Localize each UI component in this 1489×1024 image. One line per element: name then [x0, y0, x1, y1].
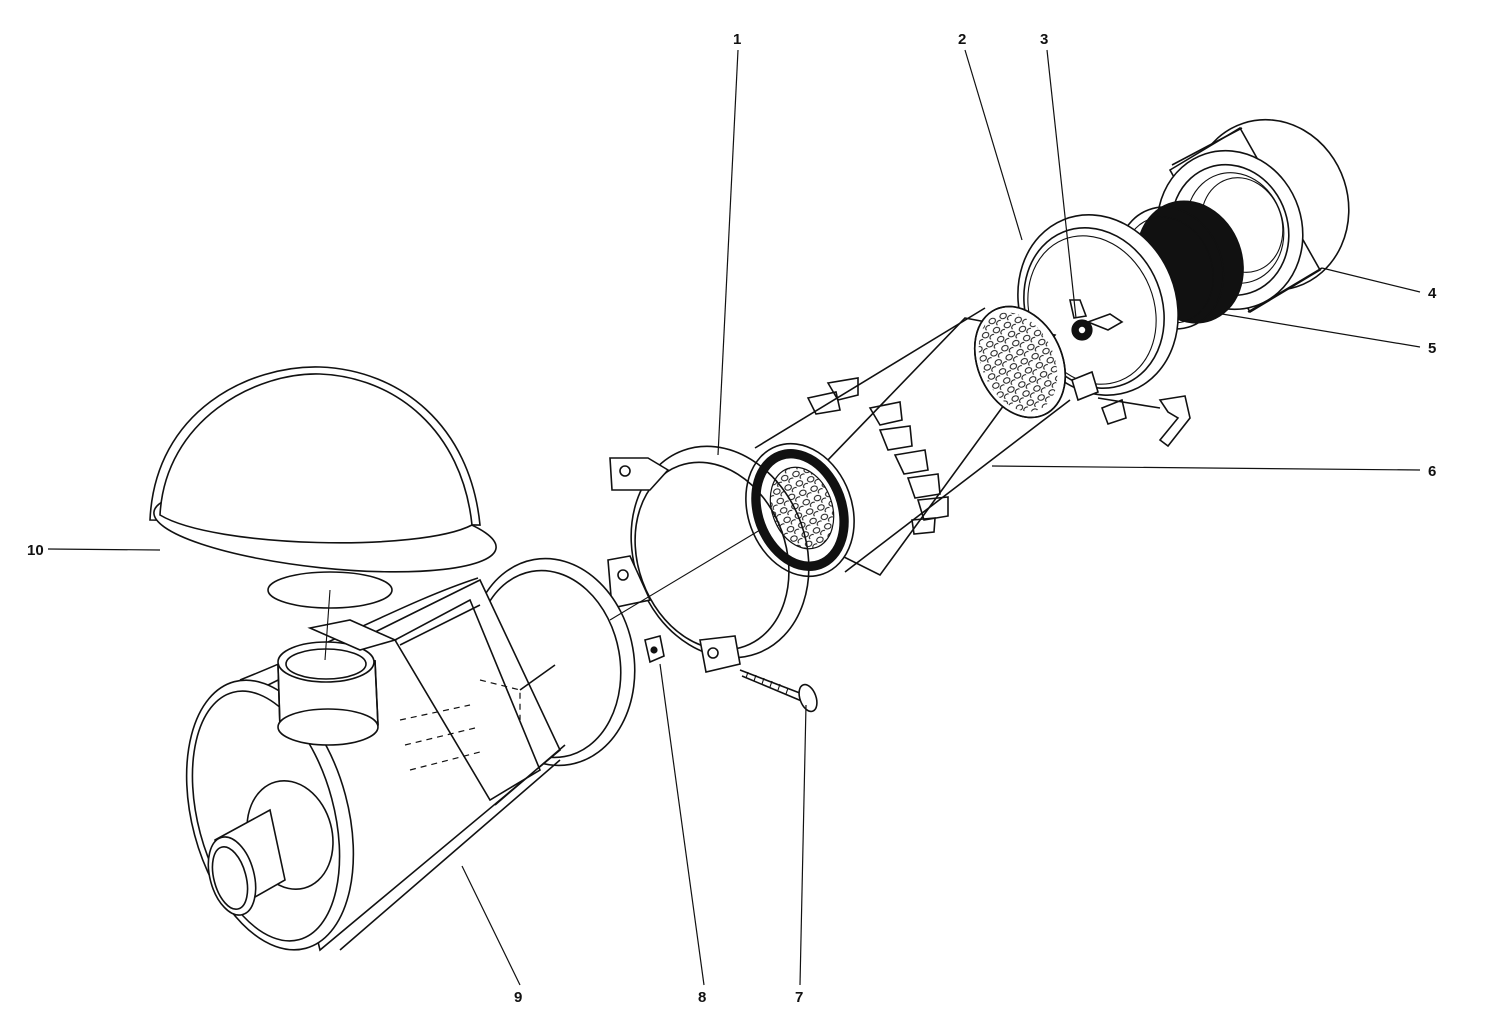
callout-5: 5 — [1428, 340, 1436, 357]
latch-handle-icon — [1071, 370, 1191, 448]
square-nut-icon — [644, 635, 665, 664]
callout-1: 1 — [733, 31, 741, 48]
callout-9: 9 — [514, 989, 522, 1006]
mounting-clamp-band-icon — [607, 445, 810, 673]
leader-lines — [47, 49, 1421, 986]
callout-8: 8 — [698, 989, 706, 1006]
callout-4: 4 — [1428, 285, 1437, 302]
filter-element-icon — [745, 305, 1071, 578]
callout-6: 6 — [1428, 463, 1436, 480]
callout-10: 10 — [27, 542, 44, 559]
callout-3: 3 — [1040, 31, 1048, 48]
callout-2: 2 — [958, 31, 966, 48]
bolt-icon — [739, 669, 818, 713]
callout-7: 7 — [795, 989, 803, 1006]
callout-labels: 1 2 3 4 5 6 7 8 9 10 — [27, 31, 1437, 1006]
wing-nut-icon — [1069, 299, 1124, 341]
rain-cap-icon — [149, 366, 497, 609]
air-cleaner-body-icon — [185, 557, 636, 952]
